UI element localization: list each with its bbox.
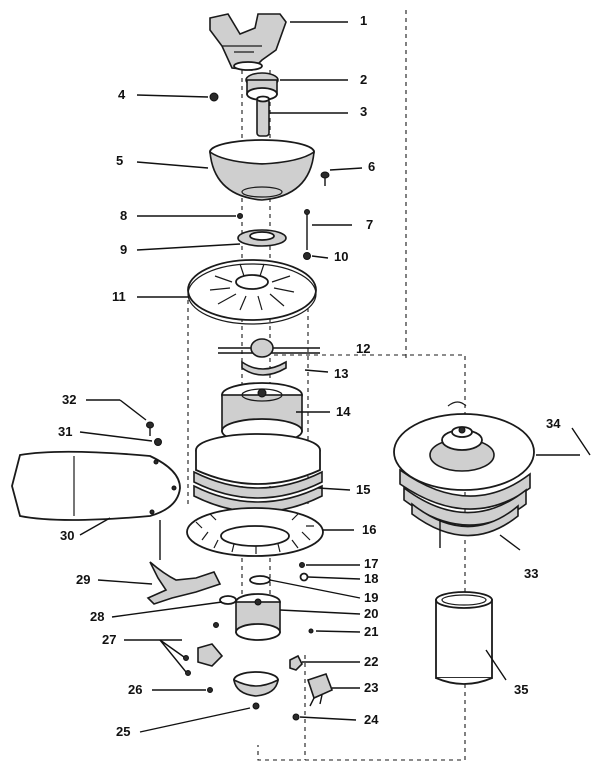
part-34-upper-assembly bbox=[393, 401, 535, 491]
part-1-mounting-bracket bbox=[209, 13, 287, 71]
part-30-blade-assembly bbox=[11, 450, 181, 521]
callout-10: 10 bbox=[334, 249, 349, 264]
part-17-pin bbox=[299, 562, 305, 568]
callout-27: 27 bbox=[102, 632, 117, 647]
callout-34: 34 bbox=[546, 416, 561, 431]
callout-16: 16 bbox=[362, 522, 377, 537]
leader-lines bbox=[79, 21, 591, 733]
callout-35: 35 bbox=[514, 682, 529, 697]
callout-8: 8 bbox=[120, 208, 128, 223]
part-16-base-plate bbox=[186, 507, 324, 557]
part-7-rod bbox=[304, 209, 310, 250]
part-15-ribbed-drum bbox=[193, 433, 323, 513]
callout-23: 23 bbox=[364, 680, 379, 695]
part-27-impeller bbox=[183, 622, 224, 676]
part-32-screw bbox=[146, 421, 154, 436]
part-6-screw bbox=[320, 171, 330, 186]
callout-28: 28 bbox=[90, 609, 105, 624]
callout-14: 14 bbox=[336, 404, 351, 419]
part-bottom-dish bbox=[232, 671, 280, 697]
part-29-y-arm bbox=[146, 520, 222, 605]
callout-6: 6 bbox=[368, 159, 376, 174]
callout-18: 18 bbox=[364, 571, 379, 586]
part-4-ball bbox=[209, 92, 219, 102]
assembly-connection-box bbox=[257, 354, 466, 761]
callout-3: 3 bbox=[360, 104, 368, 119]
callout-24: 24 bbox=[364, 712, 379, 727]
part-20-motor-block bbox=[235, 593, 281, 641]
part-9-disc bbox=[237, 229, 287, 247]
part-12-hub bbox=[218, 338, 320, 376]
callout-7: 7 bbox=[366, 217, 374, 232]
callout-17: 17 bbox=[364, 556, 379, 571]
callout-26: 26 bbox=[128, 682, 143, 697]
part-10-ball bbox=[303, 252, 311, 260]
part-28-ring bbox=[219, 595, 237, 605]
part-8-pin bbox=[237, 213, 243, 219]
callout-21: 21 bbox=[364, 624, 379, 639]
part-35-canister bbox=[435, 591, 493, 685]
callout-30: 30 bbox=[60, 528, 75, 543]
callout-32: 32 bbox=[62, 392, 77, 407]
callout-19: 19 bbox=[364, 590, 379, 605]
callout-15: 15 bbox=[356, 482, 371, 497]
callout-22: 22 bbox=[364, 654, 379, 669]
callout-33: 33 bbox=[524, 566, 539, 581]
callout-2: 2 bbox=[360, 72, 368, 87]
callout-12: 12 bbox=[356, 341, 371, 356]
part-24-ball bbox=[292, 713, 300, 721]
callout-4: 4 bbox=[118, 87, 126, 102]
part-26-nut bbox=[207, 687, 213, 693]
callout-29: 29 bbox=[76, 572, 91, 587]
callout-9: 9 bbox=[120, 242, 128, 257]
part-21-detent bbox=[308, 628, 314, 634]
callout-31: 31 bbox=[58, 424, 73, 439]
part-33-lower-drum bbox=[399, 468, 531, 548]
part-5-bowl bbox=[209, 139, 315, 201]
part-3-shaft bbox=[256, 95, 270, 137]
part-18-washer bbox=[299, 572, 309, 582]
callout-1: 1 bbox=[360, 13, 368, 28]
part-19-ring bbox=[249, 575, 271, 585]
callout-11: 11 bbox=[112, 289, 126, 304]
part-25-bolt bbox=[252, 702, 260, 710]
callout-20: 20 bbox=[364, 606, 379, 621]
callout-5: 5 bbox=[116, 153, 124, 168]
callout-25: 25 bbox=[116, 724, 131, 739]
part-23-switch-box bbox=[306, 672, 334, 707]
callout-13: 13 bbox=[334, 366, 349, 381]
part-11-slotted-disc bbox=[187, 259, 317, 325]
part-22-clip bbox=[289, 654, 303, 671]
part-31-nut bbox=[154, 438, 162, 446]
